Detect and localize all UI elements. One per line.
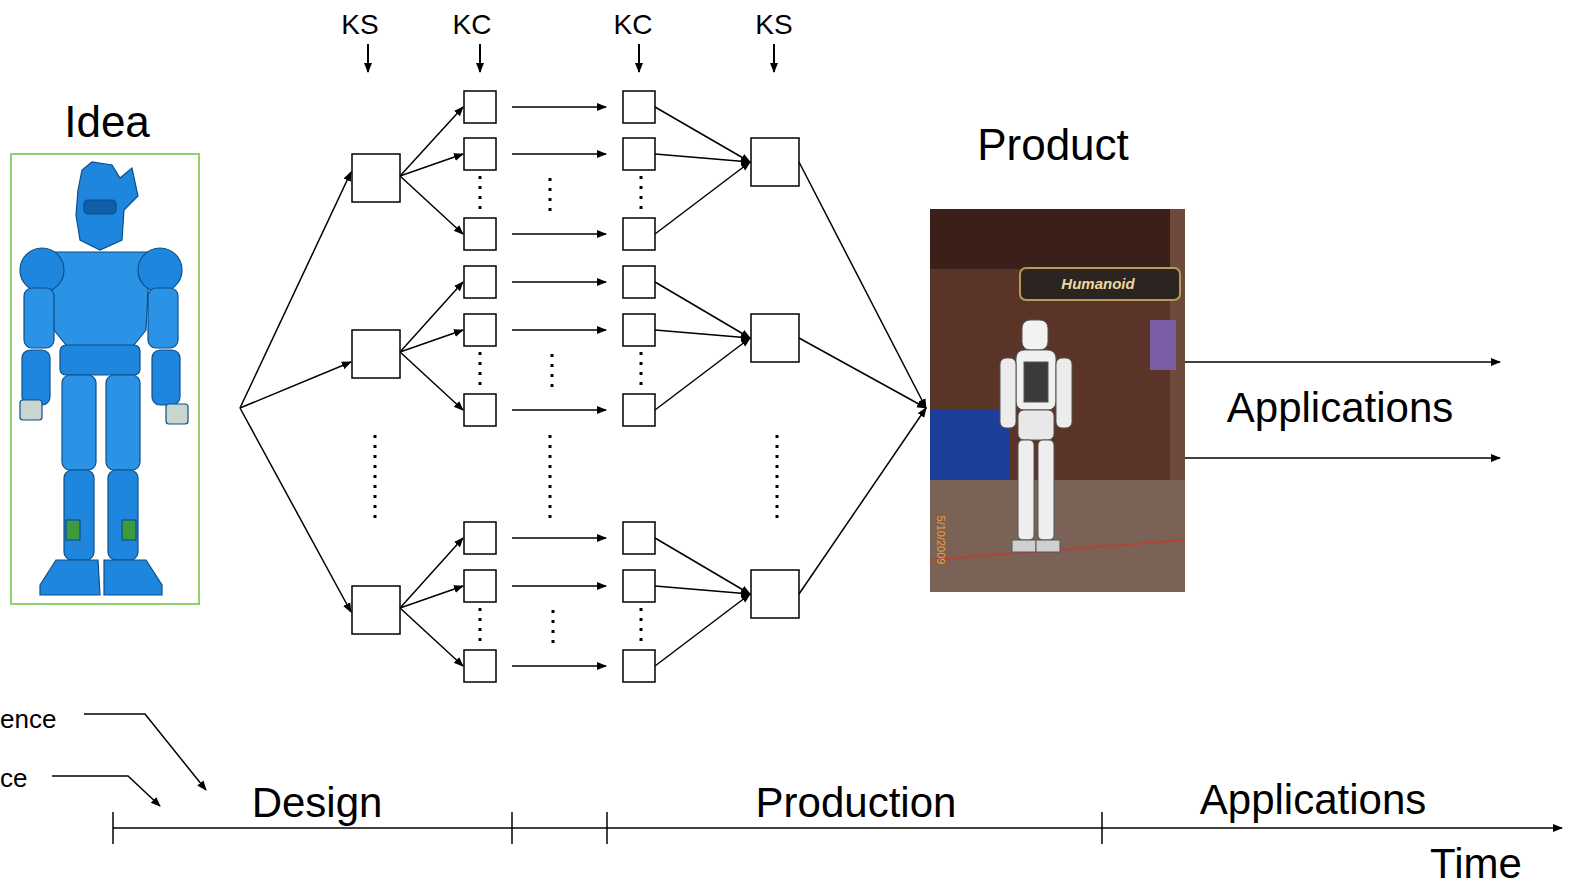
cut-off-label: ce	[0, 764, 27, 793]
column-header: KC	[614, 10, 653, 41]
empty-blocks	[352, 91, 799, 682]
product-heading: Product	[977, 121, 1129, 169]
column-header: KS	[755, 10, 792, 41]
sign-text: Humanoid	[1061, 276, 1134, 293]
phase-label: Production	[753, 780, 960, 826]
idea-heading: Idea	[64, 98, 150, 146]
idea-box: Idea	[10, 153, 200, 605]
cut-off-label: ence	[0, 705, 56, 734]
axis-label: Time	[1430, 841, 1522, 887]
timeline	[52, 714, 1562, 844]
applications-label: Applications	[1227, 385, 1453, 431]
date-stamp: 5/10/2009	[935, 516, 947, 565]
product-photo	[930, 209, 1185, 592]
column-header: KS	[341, 10, 378, 41]
header-arrows	[368, 44, 774, 72]
flow-lines	[240, 107, 1500, 666]
column-header: KC	[453, 10, 492, 41]
phase-label: Design	[249, 780, 386, 826]
robot-illustration	[20, 162, 188, 595]
product-box: Product	[930, 209, 1185, 592]
phase-label: Applications	[1197, 777, 1429, 823]
ellipsis-dots	[375, 176, 777, 648]
